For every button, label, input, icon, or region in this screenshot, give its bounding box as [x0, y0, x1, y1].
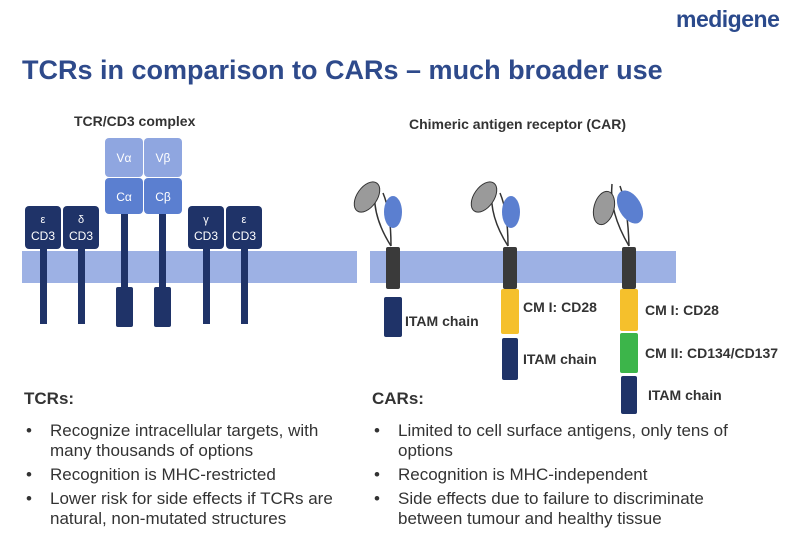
v-beta-label: Vβ [156, 151, 171, 165]
medigene-logo: medigene [676, 6, 780, 32]
tcr-alpha-chain: Vα Cα [105, 138, 143, 327]
tcrs-bullet-2: Recognition is MHC-restricted [24, 465, 359, 485]
cd3-delta-greek: δ [78, 214, 84, 226]
tcr-beta-chain: Vβ Cβ [144, 138, 182, 327]
cd3-epsilon-right-greek: ε [242, 214, 247, 226]
tcr-membrane [22, 251, 357, 283]
car1-itam-label: ITAM chain [405, 313, 479, 329]
tcrs-bullet-3: Lower risk for side effects if TCRs are … [24, 489, 359, 529]
cd3-gamma-label: CD3 [194, 229, 218, 243]
cars-bullet-2: Recognition is MHC-independent [372, 465, 772, 485]
car3-cm1-label: CM I: CD28 [645, 302, 719, 318]
car2-cm1-label: CM I: CD28 [523, 299, 597, 315]
c-alpha-label: Cα [116, 190, 132, 204]
cd3-epsilon-right-label: CD3 [232, 229, 256, 243]
car-subtitle: Chimeric antigen receptor (CAR) [409, 116, 627, 132]
cars-bullet-3: Side effects due to failure to discrimin… [372, 489, 772, 529]
cars-heading: CARs: [372, 389, 424, 408]
car-first-generation: ITAM chain [353, 181, 479, 337]
cd3-delta-label: CD3 [69, 229, 93, 243]
tcrs-bullet-list: Recognize intracellular targets, with ma… [24, 421, 359, 533]
v-alpha-label: Vα [117, 151, 132, 165]
car3-itam-label: ITAM chain [648, 387, 722, 403]
c-beta-label: Cβ [155, 190, 171, 204]
cd3-gamma-greek: γ [203, 214, 209, 226]
cd3-epsilon-left-greek: ε [41, 214, 46, 226]
cd3-epsilon-left: ε CD3 [25, 206, 61, 324]
cd3-gamma: γ CD3 [188, 206, 224, 324]
car2-itam-label: ITAM chain [523, 351, 597, 367]
cd3-epsilon-left-label: CD3 [31, 229, 55, 243]
cd3-delta: δ CD3 [63, 206, 99, 324]
slide-title: TCRs in comparison to CARs – much broade… [22, 55, 663, 85]
tcrs-bullet-1: Recognize intracellular targets, with ma… [24, 421, 359, 461]
car-second-generation: CM I: CD28 ITAM chain [470, 181, 597, 380]
car-third-generation: CM I: CD28 CM II: CD134/CD137 ITAM chain [592, 183, 778, 414]
cars-bullet-1: Limited to cell surface antigens, only t… [372, 421, 772, 461]
tcrs-heading: TCRs: [24, 389, 75, 408]
cars-bullet-list: Limited to cell surface antigens, only t… [372, 421, 772, 533]
cd3-epsilon-right: ε CD3 [226, 206, 262, 324]
tcr-subtitle: TCR/CD3 complex [74, 113, 196, 129]
car3-cm2-label: CM II: CD134/CD137 [645, 345, 778, 361]
